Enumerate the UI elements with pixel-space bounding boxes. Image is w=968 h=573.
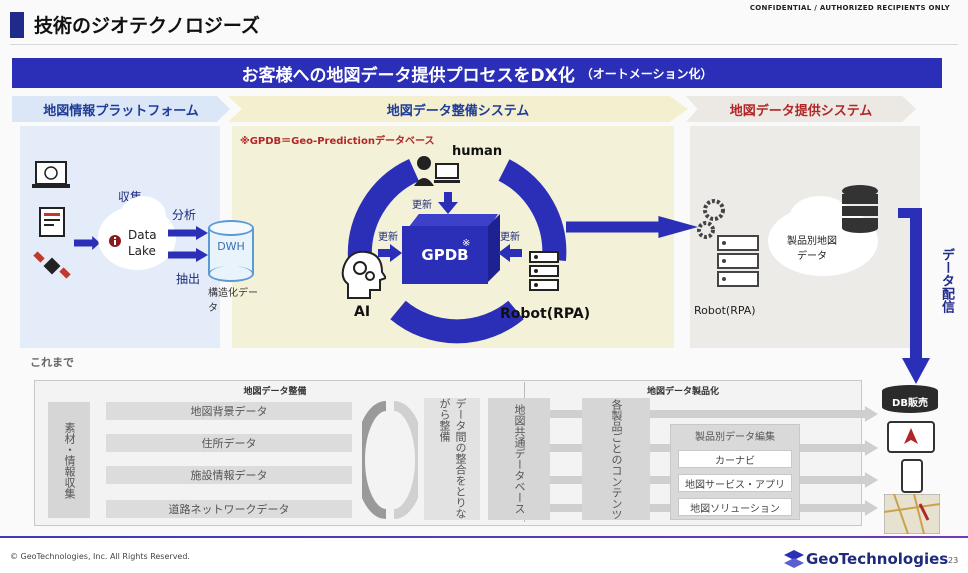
update-top-label: 更新 [412, 200, 432, 211]
delivery-down-arrow [898, 208, 930, 384]
product-solution: 地図ソリューション [678, 498, 792, 516]
align-note: データ間の整合をとりながら整備 [424, 398, 480, 520]
legacy-item-2: 住所データ [106, 434, 352, 452]
database-icon [842, 185, 878, 233]
left-arrow-icon [498, 244, 522, 262]
legacy-item-4: 道路ネットワークデータ [106, 500, 352, 518]
legacy-label: これまで [30, 356, 74, 369]
stage-maintenance: 地図データ整備システム [228, 96, 688, 122]
car-nav-icon [887, 421, 935, 453]
page-number: 23 [948, 556, 959, 565]
analyze-label: 分析 [172, 208, 197, 222]
gpdb-mark: ※ [462, 238, 471, 249]
down-arrow-icon [438, 192, 458, 214]
document-icon [39, 207, 65, 237]
ai-head-icon [341, 250, 386, 299]
info-icon [109, 235, 121, 247]
update-cycle [347, 159, 567, 344]
delivery-robot-icon [697, 199, 759, 287]
structured-label: 構造化データ [208, 288, 258, 314]
gpdb-cube-side [486, 214, 500, 284]
datalake-line1: Data [128, 228, 157, 242]
title-accent [10, 12, 24, 38]
product-cloud-top [790, 196, 850, 236]
db-sales-icon [882, 385, 938, 413]
gpdb-label: GPDB [421, 246, 469, 264]
dwh-cylinder: DWH [208, 220, 254, 282]
ai-label: AI [354, 304, 371, 320]
update-left-label: 更新 [378, 232, 398, 243]
common-db-box: 地図共通データベース [488, 398, 550, 520]
product-map-label: 製品別地図データ [787, 236, 837, 262]
legacy-item-1: 地図背景データ [106, 402, 352, 420]
data-delivery-label: データ配信 [939, 248, 954, 313]
banner-sub: （オートメーション化） [580, 66, 713, 81]
contents-box: 各製品ごとのコンテンツ [582, 398, 650, 520]
analyze-arrow [168, 226, 208, 240]
collect-arrow [74, 236, 100, 250]
cycle-arc-left [347, 159, 420, 261]
db-sales-label: DB販売 [892, 398, 928, 409]
map-thumbnail-icon [884, 494, 940, 534]
confidential-label: CONFIDENTIAL / AUTHORIZED RECIPIENTS ONL… [749, 4, 950, 12]
gpdb-box: GPDB [402, 226, 488, 284]
stage-platform: 地図情報プラットフォーム [12, 96, 230, 122]
title-divider [10, 44, 958, 45]
edit-head: 製品別データ編集 [695, 432, 775, 443]
robot-label: Robot(RPA) [500, 306, 591, 322]
extract-label: 抽出 [176, 272, 201, 286]
human-label: human [452, 144, 503, 159]
cycle-arc-right [498, 159, 567, 262]
to-delivery-arrow [566, 216, 698, 238]
company-logo: GeoTechnologies [806, 550, 949, 568]
datalake-line2: Lake [128, 244, 156, 258]
cycle-icon [362, 401, 418, 519]
update-right-label: 更新 [500, 232, 520, 243]
page-title: 技術のジオテクノロジーズ [34, 15, 260, 37]
gpdb-cube-top [408, 214, 498, 228]
banner-main: お客様への地図データ提供プロセスをDX化 [241, 65, 575, 86]
footer [0, 538, 968, 573]
product-map-app: 地図サービス・アプリ [678, 474, 792, 492]
dx-banner: お客様への地図データ提供プロセスをDX化 （オートメーション化） [12, 58, 942, 88]
geotech-logo-icon [784, 550, 804, 568]
product-carnavi: カーナビ [678, 450, 792, 468]
laptop-icon [32, 161, 70, 188]
extract-arrow [168, 248, 208, 262]
right-arrow-icon [378, 244, 402, 262]
delivery-robot-label: Robot(RPA) [694, 304, 756, 317]
legacy-maint-head: 地図データ整備 [243, 387, 307, 397]
dwh-label: DWH [217, 240, 245, 253]
satellite-icon [33, 251, 71, 279]
source-box: 素材・情報収集 [48, 402, 90, 518]
legacy-product-head: 地図データ製品化 [646, 387, 719, 397]
smartphone-icon [901, 459, 923, 493]
datalake-cloud-top [120, 196, 166, 236]
robot-server-icon [529, 251, 559, 291]
footer-rule [0, 536, 968, 538]
copyright: © GeoTechnologies, Inc. All Rights Reser… [10, 552, 190, 561]
stage-delivery: 地図データ提供システム [686, 96, 916, 122]
source-icons [32, 161, 71, 279]
cycle-arc-bottom [390, 300, 524, 344]
legacy-item-3: 施設情報データ [106, 466, 352, 484]
gpdb-note: ※GPDB＝Geo-Predictionデータベース [240, 136, 435, 147]
human-icon [414, 156, 460, 186]
